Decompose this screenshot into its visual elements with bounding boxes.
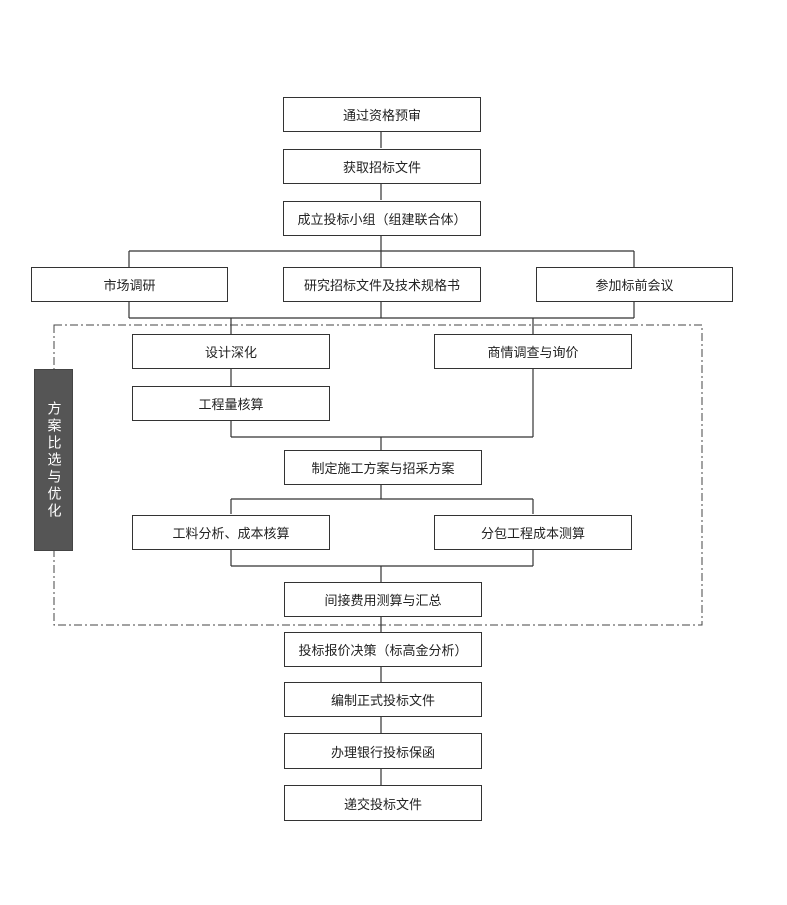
- node-prequal: 通过资格预审: [283, 97, 481, 132]
- node-material-cost: 工料分析、成本核算: [132, 515, 330, 550]
- node-get-docs: 获取招标文件: [283, 149, 481, 184]
- side-label-optimization: 方案比选与优化: [34, 369, 73, 551]
- node-design: 设计深化: [132, 334, 330, 369]
- node-market: 市场调研: [31, 267, 228, 302]
- node-quantity: 工程量核算: [132, 386, 330, 421]
- node-compile: 编制正式投标文件: [284, 682, 482, 717]
- node-guarantee: 办理银行投标保函: [284, 733, 482, 769]
- node-plan: 制定施工方案与招采方案: [284, 450, 482, 485]
- node-subcontract: 分包工程成本测算: [434, 515, 632, 550]
- node-pre-bid: 参加标前会议: [536, 267, 733, 302]
- node-indirect: 间接费用测算与汇总: [284, 582, 482, 617]
- node-submit: 递交投标文件: [284, 785, 482, 821]
- node-inquiry: 商情调查与询价: [434, 334, 632, 369]
- side-label-text: 方案比选与优化: [45, 400, 62, 520]
- node-study-docs: 研究招标文件及技术规格书: [283, 267, 481, 302]
- node-team: 成立投标小组（组建联合体）: [283, 201, 481, 236]
- node-decision: 投标报价决策（标高金分析）: [284, 632, 482, 667]
